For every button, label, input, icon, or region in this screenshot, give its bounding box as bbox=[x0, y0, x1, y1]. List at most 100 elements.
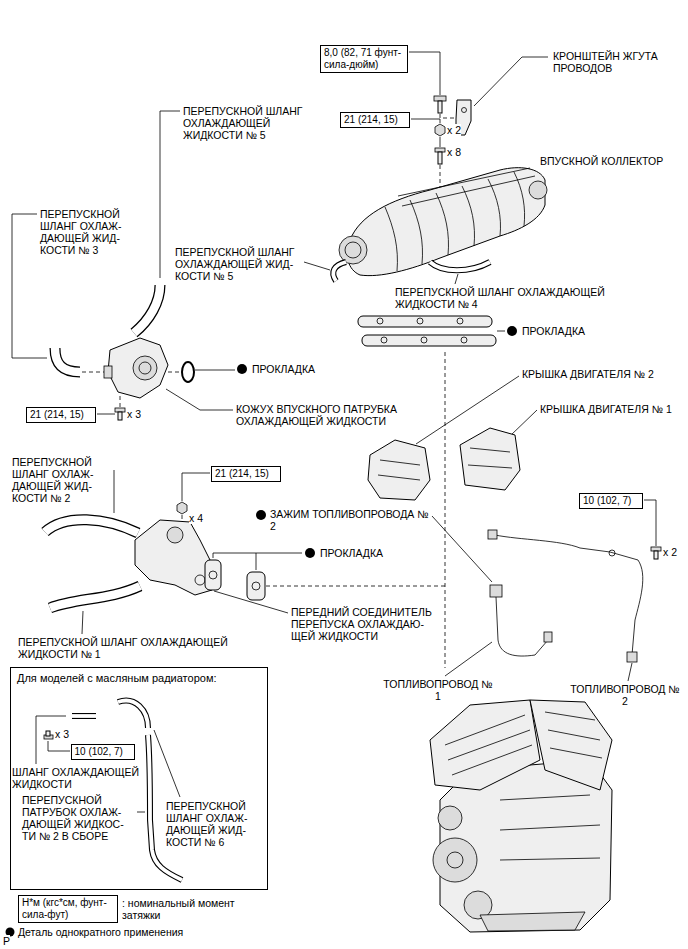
part-name: КРЫШКА ДВИГАТЕЛЯ № 2 bbox=[522, 368, 654, 380]
nut bbox=[435, 124, 445, 136]
gasket bbox=[252, 582, 260, 590]
fuel-pipe bbox=[488, 530, 497, 539]
coolant-bypass-pipe bbox=[118, 701, 148, 728]
engine-assembly bbox=[430, 700, 540, 790]
part-name-label: ТОПЛИВОПРОВОД № 1 bbox=[383, 678, 493, 702]
quantity-mark: x 2 bbox=[447, 124, 461, 136]
part-name-label: ПРОКЛАДКА bbox=[320, 547, 383, 559]
torque-spec-box: 10 (102, 7) bbox=[71, 744, 135, 760]
fuel-pipe bbox=[544, 632, 552, 642]
leader-line bbox=[411, 119, 440, 123]
single-use-mark bbox=[507, 326, 517, 336]
engine-cover bbox=[378, 460, 420, 480]
coolant-bypass-joint bbox=[195, 575, 205, 585]
engine-assembly bbox=[500, 795, 600, 860]
bolt bbox=[654, 551, 658, 559]
part-name-label: ПЕРЕПУСКНОЙ ШЛАНГ ОХЛАЖДАЮЩЕЙ ЖИДКОСТИ №… bbox=[395, 286, 615, 310]
engine-assembly bbox=[438, 806, 462, 830]
part-name: КОЖУХ ВПУСКНОГО ПАТРУБКА ОХЛАЖДАЮЩЕЙ ЖИД… bbox=[236, 403, 397, 427]
coolant-bypass-hose bbox=[55, 348, 80, 372]
part-name: ПЕРЕПУСКНОЙ ШЛАНГ ОХЛАЖ- ДАЮЩЕЙ ЖИД- КОС… bbox=[12, 456, 94, 504]
bolt bbox=[434, 96, 446, 101]
coolant-bypass-joint bbox=[135, 520, 215, 595]
bolt bbox=[44, 731, 53, 739]
engine-assembly bbox=[430, 700, 612, 932]
leader-line bbox=[214, 591, 288, 613]
leader-line bbox=[440, 114, 455, 118]
part-name-label: КОЖУХ ВПУСКНОГО ПАТРУБКА ОХЛАЖДАЮЩЕЙ ЖИД… bbox=[236, 403, 416, 427]
gasket bbox=[362, 335, 496, 346]
coolant-bypass-pipe bbox=[72, 714, 96, 718]
coolant-bypass-hose bbox=[50, 586, 140, 608]
coolant-bypass-joint bbox=[167, 527, 183, 543]
torque-legend-box: Н*м (кгс*см, фунт- сила-фут) bbox=[18, 895, 118, 923]
water-inlet-housing bbox=[108, 338, 168, 398]
bolt bbox=[46, 731, 50, 736]
leader-line bbox=[97, 370, 235, 414]
intake-manifold bbox=[529, 181, 547, 199]
part-name-label: ШЛАНГ ОХЛАЖДАЮЩЕЙ ЖИДКОСТИ bbox=[12, 766, 144, 790]
part-name-label: КРЫШКА ДВИГАТЕЛЯ № 2 bbox=[522, 368, 654, 380]
torque-spec-box: 8,0 (82, 71 фунт- сила-дюйм) bbox=[320, 45, 408, 73]
leader-line bbox=[195, 370, 235, 371]
gasket bbox=[417, 318, 423, 324]
part-name: ШЛАНГ ОХЛАЖДАЮЩЕЙ ЖИДКОСТИ bbox=[12, 766, 139, 790]
coolant-bypass-pipe bbox=[118, 701, 148, 728]
leader-line bbox=[154, 730, 180, 797]
torque-spec-box: 21 (214, 15) bbox=[340, 112, 410, 128]
part-name-label: ПРОКЛАДКА bbox=[252, 363, 315, 375]
coolant-bypass-hose bbox=[55, 348, 80, 372]
part-name-label: ПЕРЕПУСКНОЙ ШЛАНГ ОХЛАЖДАЮЩЕЙ ЖИДКОСТИ №… bbox=[18, 636, 238, 660]
coolant-bypass-hose bbox=[333, 262, 490, 281]
nut bbox=[177, 502, 187, 514]
part-name: ПЕРЕДНИЙ СОЕДИНИТЕЛЬ ПЕРЕПУСКА ОХЛАЖДАЮ-… bbox=[291, 606, 432, 642]
bolt bbox=[118, 412, 122, 420]
torque-value: 21 (214, 15) bbox=[30, 409, 92, 421]
leader-line bbox=[97, 414, 115, 415]
leader-line bbox=[137, 812, 145, 813]
part-name: ПЕРЕПУСКНОЙ ШЛАНГ ОХЛАЖДАЮЩЕЙ ЖИДКОСТИ №… bbox=[395, 286, 605, 310]
torque-spec-box: 21 (214, 15) bbox=[26, 407, 96, 423]
quantity-mark: x 2 bbox=[663, 546, 677, 558]
gasket bbox=[209, 571, 217, 579]
part-name: ПЕРЕПУСКНОЙ ПАТРУБОК ОХЛАЖ- ДАЮЩЕЙ ЖИДКО… bbox=[22, 794, 124, 842]
bolt bbox=[435, 148, 445, 164]
gasket bbox=[247, 572, 265, 600]
bolt bbox=[651, 547, 661, 551]
figure-code: P bbox=[3, 935, 10, 947]
leader-line bbox=[497, 331, 505, 332]
part-name-label: ПЕРЕПУСКНОЙ ПАТРУБОК ОХЛАЖ- ДАЮЩЕЙ ЖИДКО… bbox=[22, 794, 134, 842]
leader-line bbox=[628, 663, 632, 681]
gasket bbox=[358, 316, 492, 327]
part-name-label: ПЕРЕПУСКНОЙ ШЛАНГ ОХЛАЖДАЮЩЕЙ ЖИДКОСТИ №… bbox=[183, 105, 315, 141]
coolant-bypass-hose bbox=[134, 285, 160, 333]
part-name-label: ВПУСКНОЙ КОЛЛЕКТОР bbox=[540, 155, 663, 167]
fuel-pipe bbox=[495, 535, 643, 655]
coolant-bypass-hose bbox=[134, 285, 160, 333]
torque-value: 21 (214, 15) bbox=[344, 114, 406, 126]
bolt bbox=[434, 96, 446, 113]
bolt bbox=[435, 148, 445, 152]
quantity-mark: x 2 bbox=[663, 546, 677, 558]
part-name: ПЕРЕПУСКНОЙ ШЛАНГ ОХЛАЖДАЮЩЕЙ ЖИД- КОСТИ… bbox=[175, 246, 294, 282]
part-name-label: ПЕРЕДНИЙ СОЕДИНИТЕЛЬ ПЕРЕПУСКА ОХЛАЖДАЮ-… bbox=[291, 606, 439, 642]
part-name-label: ПЕРЕПУСКНОЙ ШЛАНГ ОХЛАЖ- ДАЮЩЕЙ ЖИД- КОС… bbox=[40, 208, 136, 256]
engine-assembly bbox=[480, 912, 585, 931]
gasket bbox=[182, 362, 194, 382]
part-name: ТОПЛИВОПРОВОД № 2 bbox=[570, 683, 679, 707]
legend-text: Деталь однократного применения bbox=[18, 926, 183, 938]
leader-line bbox=[114, 470, 115, 513]
intake-manifold bbox=[347, 168, 545, 276]
leader-line bbox=[510, 410, 537, 436]
quantity-mark: x 8 bbox=[447, 146, 461, 158]
bolt bbox=[438, 101, 442, 113]
engine-cover bbox=[460, 428, 520, 490]
coolant-bypass-hose bbox=[333, 262, 346, 281]
part-name-label: ПЕРЕПУСКНОЙ ШЛАНГ ОХЛАЖДАЮЩЕЙ ЖИД- КОСТИ… bbox=[175, 246, 301, 282]
engine-assembly bbox=[445, 715, 532, 775]
single-use-mark bbox=[507, 326, 517, 336]
leader-line bbox=[48, 741, 70, 751]
intake-manifold bbox=[339, 168, 547, 276]
quantity-mark: x 8 bbox=[447, 146, 461, 158]
figure-code: P bbox=[3, 935, 10, 947]
